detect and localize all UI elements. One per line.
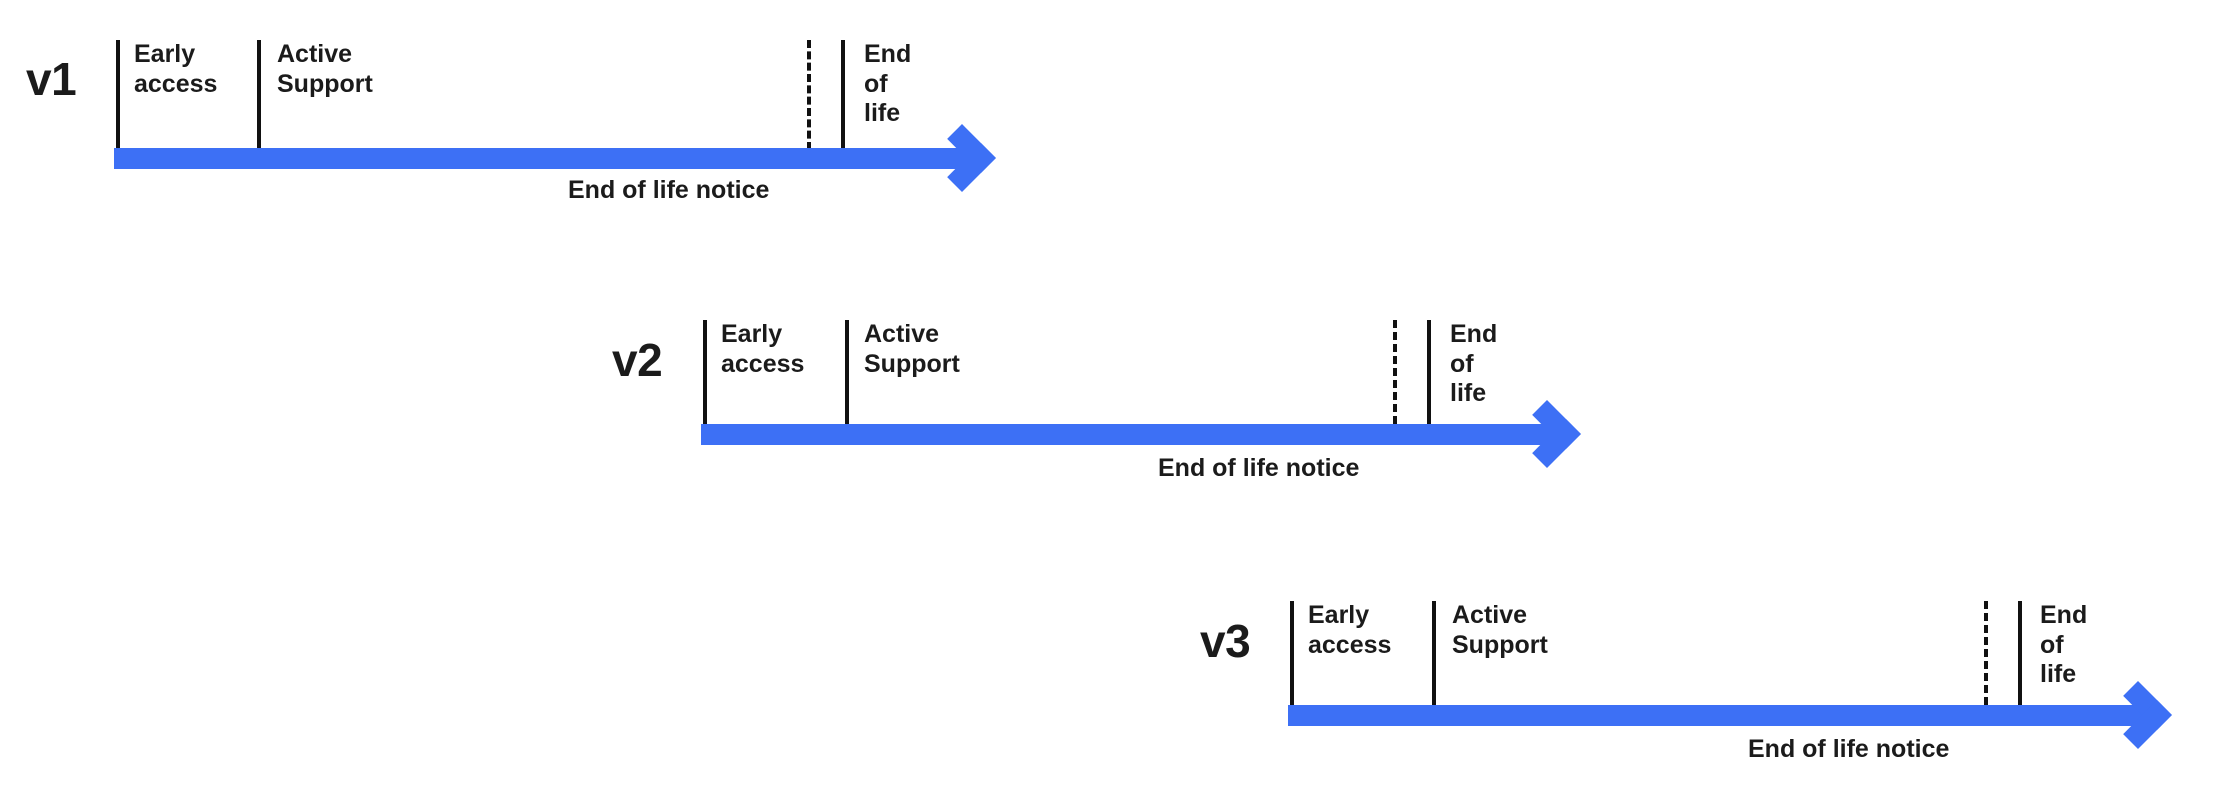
phase-label-early-access: Early access [1308,601,1392,659]
phase-label-active-support: Active Support [277,40,373,98]
end-of-life-notice-caption: End of life notice [568,176,770,204]
timeline-bar-v3 [1288,705,2154,726]
phase-divider-active-support [257,40,261,150]
arrow-right-icon [1513,400,1581,468]
phase-divider-active-support [845,320,849,424]
version-label-v3: v3 [1200,615,1251,667]
timeline-bar-v2 [701,424,1563,445]
phase-label-early-access: Early access [134,40,218,98]
phase-label-early-access: Early access [721,320,805,378]
phase-divider-end-of-life [2018,601,2022,705]
end-of-life-notice-divider [1984,601,1988,705]
phase-divider-end-of-life [1427,320,1431,424]
end-of-life-notice-divider [807,40,811,150]
phase-label-active-support: Active Support [864,320,960,378]
end-of-life-notice-caption: End of life notice [1748,735,1950,763]
phase-label-end-of-life: End of life [1450,320,1498,407]
phase-divider-active-support [1432,601,1436,705]
arrow-right-icon [2104,681,2172,749]
phase-label-active-support: Active Support [1452,601,1548,659]
phase-divider-early-access [703,320,707,424]
phase-divider-end-of-life [841,40,845,150]
phase-divider-early-access [1290,601,1294,705]
phase-label-end-of-life: End of life [2040,601,2088,688]
version-label-v1: v1 [26,53,77,105]
end-of-life-notice-caption: End of life notice [1158,454,1360,482]
phase-divider-early-access [116,40,120,150]
version-label-v2: v2 [612,334,663,386]
arrow-right-icon [928,124,996,192]
end-of-life-notice-divider [1393,320,1397,424]
timeline-bar-v1 [114,148,978,169]
phase-label-end-of-life: End of life [864,40,912,127]
